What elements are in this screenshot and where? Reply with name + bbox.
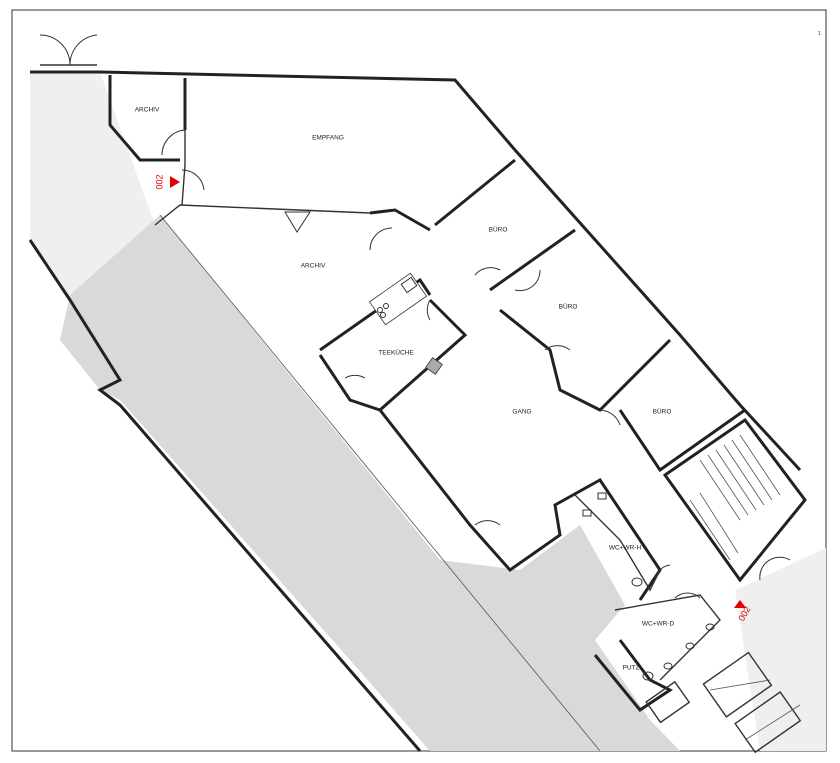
lift-shaft-2-cross: [744, 704, 801, 741]
wall-wc-h: [574, 494, 661, 592]
wall-empfang-west: [181, 130, 186, 206]
page-number: 1: [818, 31, 821, 37]
door-teekueche-2[interactable]: [426, 299, 431, 321]
hob-burner: [377, 307, 383, 313]
entrance-door-northwest-2[interactable]: [69, 34, 98, 66]
room-label-buero-2: BÜRO: [559, 303, 578, 311]
toilet-wc-d-2: [685, 642, 695, 650]
lift-shaft-2: [734, 691, 802, 754]
room-label-buero-1: BÜRO: [489, 226, 508, 234]
hob-burner: [380, 312, 386, 318]
wall-archiv-1: [108, 75, 180, 162]
door-buero-2[interactable]: [544, 345, 571, 351]
room-label-teekueche: TEEKÜCHE: [378, 349, 414, 357]
sink-wc-h: [631, 577, 643, 587]
toilet-wc-h: [597, 492, 607, 500]
kitchen-counter: [368, 272, 428, 326]
room-label-wc-d: WC+WR-D: [642, 621, 675, 628]
door-wc-h[interactable]: [654, 564, 671, 579]
door-wc-d[interactable]: [674, 592, 701, 599]
wall-buero-1-south: [489, 228, 576, 292]
outside-area-southeast: [735, 548, 826, 751]
toilet-wc-d-3: [663, 662, 673, 670]
wall-wc-d: [614, 594, 721, 681]
kitchen-sink: [400, 276, 418, 294]
outer-wall-north: [99, 70, 802, 472]
toilet-wc-h-2: [582, 509, 592, 517]
wall-gang-south: [378, 409, 662, 601]
room-label-buero-3: BÜRO: [653, 408, 672, 416]
stair-steps: [689, 434, 781, 561]
utility-shaft: [645, 680, 691, 724]
entry-marker-label: 002: [154, 174, 164, 189]
entry-marker-triangle-icon: [734, 600, 746, 608]
wall-buero-3: [618, 408, 746, 473]
sink-putz: [642, 671, 654, 681]
column-archiv-2: [284, 211, 311, 233]
room-label-empfang: EMPFANG: [312, 135, 344, 142]
entrance-door-northwest[interactable]: [39, 34, 71, 66]
shared-hall-area: [60, 215, 680, 751]
hob-burner: [383, 303, 389, 309]
door-buero-1b[interactable]: [514, 269, 541, 292]
room-label-archiv-2: ARCHIV: [301, 263, 326, 270]
door-buero-3[interactable]: [599, 409, 621, 426]
door-archiv-1[interactable]: [161, 129, 186, 156]
wall-archiv-2-south: [319, 277, 432, 352]
room-label-archiv-1: ARCHIV: [135, 107, 160, 114]
lift-shaft: [702, 651, 773, 718]
outer-wall-southwest: [28, 239, 422, 752]
wall-putz: [593, 639, 673, 713]
door-empfang[interactable]: [181, 169, 205, 191]
door-archiv-2[interactable]: [369, 227, 393, 251]
inner-edge-hall: [154, 204, 371, 226]
entry-marker-triangle-icon: [170, 176, 180, 188]
lift-shaft-cross: [709, 679, 771, 691]
outside-area-northwest: [30, 72, 155, 300]
room-label-wc-h: WC+WR-H: [609, 545, 642, 552]
hall-centre-line: [159, 214, 601, 752]
wall-buero-1: [434, 158, 516, 227]
room-label-putz: PUTZ: [623, 665, 640, 672]
door-staircase[interactable]: [759, 556, 791, 581]
wall-buero-2: [499, 308, 672, 412]
room-label-gang: GANG: [512, 409, 531, 416]
column-teekueche: [425, 357, 443, 375]
toilet-wc-d: [705, 623, 715, 631]
door-teekueche[interactable]: [344, 374, 366, 379]
wall-archiv-2: [369, 208, 431, 232]
door-gang[interactable]: [474, 520, 501, 526]
door-buero-1[interactable]: [474, 267, 501, 276]
entry-marker-north: 002: [154, 174, 180, 190]
